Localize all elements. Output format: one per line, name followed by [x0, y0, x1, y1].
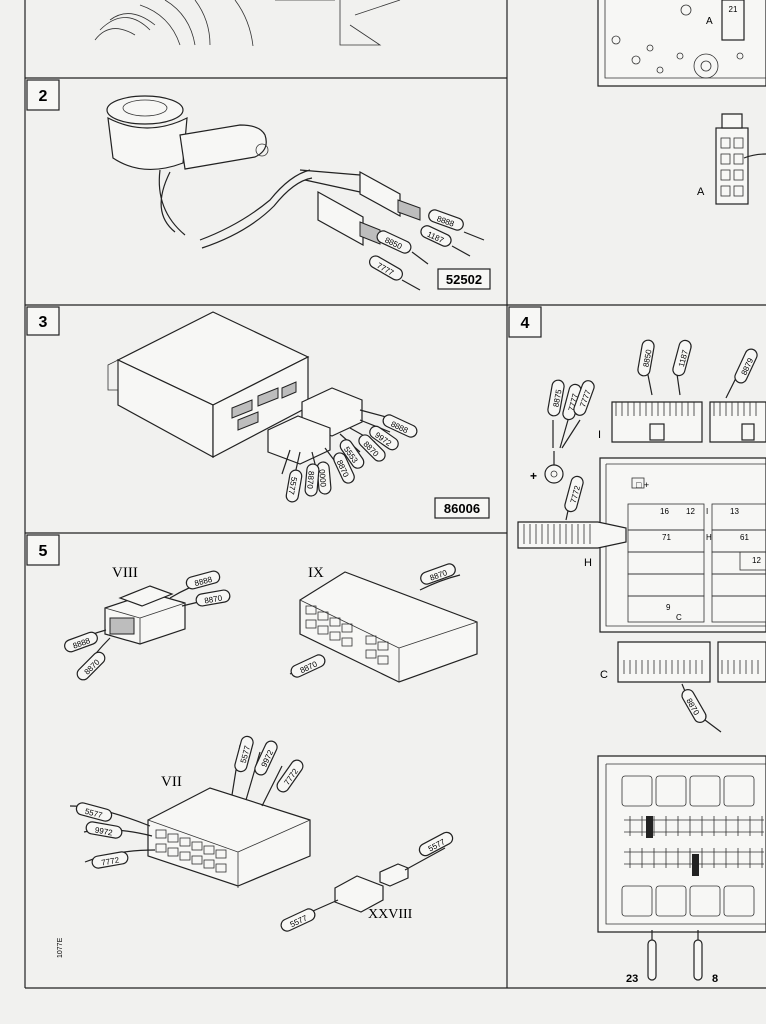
ring-terminal-wires: 8875 7777 7777 + [530, 379, 595, 484]
panel-3-wire-labels: 8888 9972 8870 5553 8870 0000 8870 5577 [285, 414, 418, 503]
svg-text:12: 12 [752, 556, 761, 565]
panel-4-number: 4 [521, 315, 530, 332]
relay-module [107, 311, 310, 459]
svg-text:1187: 1187 [677, 348, 690, 367]
svg-text:8850: 8850 [642, 348, 654, 368]
connector-i-top: I 8850 1187 8879 [598, 339, 766, 443]
connector-c: C 8870 [600, 641, 766, 733]
svg-text:IX: IX [308, 565, 324, 581]
panel-2-code-box [437, 268, 491, 290]
svg-text:VIII: VIII [112, 565, 138, 581]
frame [24, 0, 766, 989]
central-junction-board: □ + 16 12 I 13 71 H 61 12 9 C [599, 457, 766, 633]
svg-text:0000: 0000 [317, 469, 328, 488]
panel-5: 5 VIII 8888 8870 8888 8870 IX [26, 534, 478, 958]
svg-text:8: 8 [712, 973, 718, 985]
panel-5-number: 5 [39, 543, 48, 560]
svg-text:8870: 8870 [204, 593, 224, 605]
svg-text:H: H [584, 557, 592, 569]
margin-note: 1077E [57, 937, 64, 958]
panel-4: 4 8875 7777 7777 + I 8850 1187 8879 [508, 306, 766, 985]
svg-text:I: I [598, 429, 601, 441]
connector-xxviii: XXVIII 5577 5577 [280, 831, 454, 932]
panel-1-fragment [94, 0, 401, 47]
top-right-fragment: 21 A A [597, 0, 766, 205]
connector-viii: VIII 8888 8870 8888 8870 [64, 565, 231, 681]
wire-7777: 7777 [369, 255, 421, 291]
svg-text:XXVIII: XXVIII [368, 907, 413, 922]
ignition-switch [106, 95, 269, 236]
svg-text:A: A [706, 16, 713, 27]
svg-text:VII: VII [161, 774, 182, 790]
panel-3-code: 86006 [444, 501, 480, 516]
svg-text:□ +: □ + [636, 480, 649, 490]
svg-text:71: 71 [662, 533, 671, 542]
svg-text:21: 21 [729, 5, 738, 14]
svg-text:7772: 7772 [101, 855, 121, 867]
svg-text:13: 13 [730, 507, 739, 516]
fuse-box: 23 8 [597, 755, 766, 985]
panel-2-number-box [26, 79, 60, 111]
svg-text:A: A [697, 186, 705, 198]
panel-2-number: 2 [39, 88, 48, 105]
svg-text:C: C [676, 613, 682, 622]
panel-3-number-box [26, 306, 60, 336]
connector-ix: IX 8870 8870 [289, 563, 478, 683]
panel-3-code-box [434, 497, 490, 519]
svg-text:C: C [600, 669, 608, 681]
panel-3: 3 8888 9972 8870 5553 8870 0000 8870 557… [26, 306, 490, 519]
connector-vii: VII 5577 9972 7772 5577 9972 7772 [69, 735, 311, 888]
panel-2-connectors: 8888 1187 8850 7777 [299, 169, 485, 291]
svg-text:9972: 9972 [94, 826, 114, 838]
svg-text:8875: 8875 [552, 388, 564, 408]
svg-text:H: H [706, 533, 712, 542]
wire-1187: 1187 [420, 225, 471, 257]
panel-2-code: 52502 [446, 272, 482, 287]
svg-text:23: 23 [626, 973, 638, 985]
panel-4-number-box [508, 306, 542, 338]
svg-text:8870: 8870 [305, 471, 316, 490]
svg-text:I: I [706, 507, 708, 516]
panel-2: 2 8888 1187 [26, 79, 491, 291]
panel-5-number-box [26, 534, 60, 566]
svg-text:16: 16 [660, 507, 669, 516]
connector-h: H 7772 [517, 475, 627, 569]
svg-text:12: 12 [686, 507, 695, 516]
panel-3-number: 3 [39, 314, 48, 331]
svg-text:61: 61 [740, 533, 749, 542]
svg-text:5577: 5577 [286, 476, 298, 496]
svg-text:9: 9 [666, 603, 671, 612]
svg-text:+: + [530, 469, 537, 483]
